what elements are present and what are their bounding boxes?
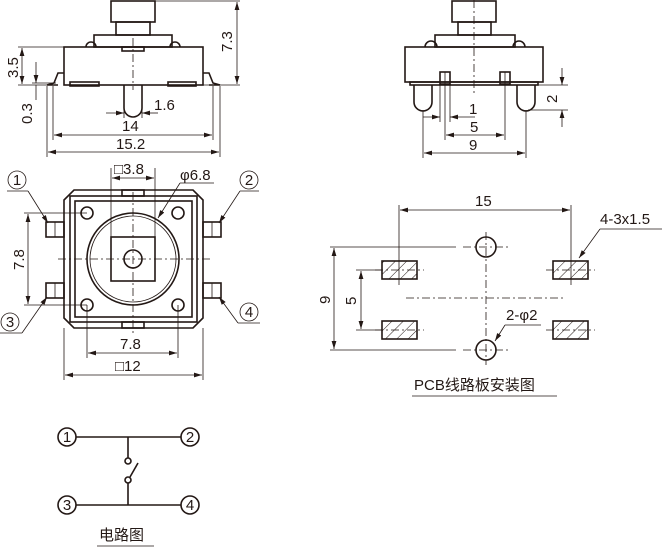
circuit-diagram: 1 2 3 4 电路图 bbox=[57, 427, 200, 547]
dim-pin-height: 2 bbox=[544, 95, 561, 103]
dim-inner: 14 bbox=[122, 118, 139, 135]
dim-width: 15 bbox=[475, 193, 492, 210]
hole-label: 2-φ2 bbox=[506, 307, 537, 324]
dim-pad-gap: 5 bbox=[343, 297, 360, 305]
dim-vertical: 7.8 bbox=[11, 249, 28, 270]
pin-label-2: 2 bbox=[239, 170, 259, 190]
pcb-caption: PCB线路板安装图 bbox=[414, 376, 535, 394]
svg-text:4: 4 bbox=[186, 497, 194, 514]
circuit-pin-4: 4 bbox=[180, 495, 200, 515]
svg-text:2: 2 bbox=[245, 172, 253, 189]
dim-lead: 0.3 bbox=[19, 103, 36, 124]
dim-leg: 1 bbox=[469, 101, 477, 118]
circuit-pin-1: 1 bbox=[57, 427, 77, 447]
dim-diameter: φ6.8 bbox=[180, 167, 211, 184]
circuit-caption: 电路图 bbox=[99, 527, 144, 544]
dim-height: 9 bbox=[317, 296, 334, 304]
dim-outer: 15.2 bbox=[116, 136, 145, 153]
svg-text:1: 1 bbox=[13, 172, 21, 189]
pad-label: 4-3x1.5 bbox=[600, 211, 650, 228]
pin-label-3: 3 bbox=[0, 312, 20, 332]
dim-inner: 5 bbox=[470, 119, 478, 136]
front-view: 7.3 3.5 0.3 1.6 14 15.2 bbox=[5, 0, 240, 157]
svg-text:4: 4 bbox=[245, 304, 253, 321]
svg-text:3: 3 bbox=[63, 497, 71, 514]
pcb-layout: 15 9 5 4-3x1.5 2-φ2 PCB线路板安装图 bbox=[317, 193, 662, 397]
pin-label-4: 4 bbox=[239, 302, 259, 322]
dim-outer: 9 bbox=[469, 137, 477, 154]
dim-body: □12 bbox=[115, 358, 141, 375]
pin-label-1: 1 bbox=[7, 170, 27, 190]
circuit-pin-2: 2 bbox=[180, 427, 200, 447]
svg-text:1: 1 bbox=[63, 429, 71, 446]
svg-text:2: 2 bbox=[186, 429, 194, 446]
dim-height: 7.3 bbox=[219, 31, 236, 52]
dim-square-small: □3.8 bbox=[114, 161, 144, 178]
dim-body: 3.5 bbox=[5, 57, 22, 78]
top-view: □3.8 φ6.8 7.8 7.8 □12 1 2 3 4 bbox=[0, 161, 260, 380]
dim-horizontal: 7.8 bbox=[120, 336, 141, 353]
dim-pin: 1.6 bbox=[154, 97, 175, 114]
side-view: 2 1 5 9 bbox=[404, 0, 568, 158]
circuit-pin-3: 3 bbox=[57, 495, 77, 515]
svg-text:3: 3 bbox=[6, 314, 14, 331]
